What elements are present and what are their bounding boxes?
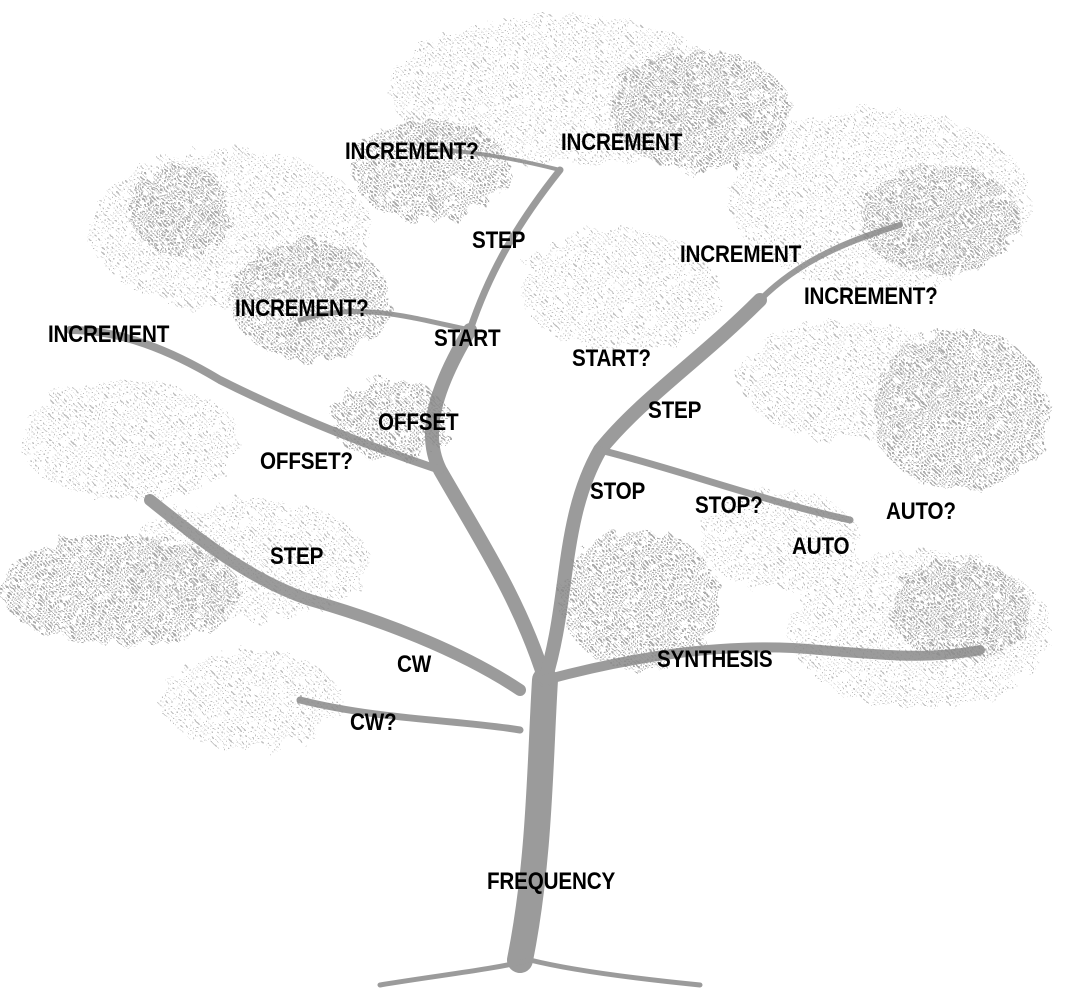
node-increment-query-right: INCREMENT? xyxy=(804,283,938,310)
node-auto: AUTO xyxy=(792,533,850,560)
node-increment-top: INCREMENT xyxy=(561,129,683,156)
node-cw-query: CW? xyxy=(350,709,397,736)
branches xyxy=(66,148,985,988)
node-auto-query: AUTO? xyxy=(886,498,956,525)
node-cw: CW xyxy=(397,651,432,678)
node-offset: OFFSET xyxy=(378,409,459,436)
node-step-top: STEP xyxy=(472,227,526,254)
node-step-left: STEP xyxy=(270,543,324,570)
node-increment-query-top: INCREMENT? xyxy=(345,138,479,165)
node-start-query: START? xyxy=(572,345,651,372)
node-stop: STOP xyxy=(590,478,646,505)
node-step-right: STEP xyxy=(648,397,702,424)
node-increment-query-left: INCREMENT? xyxy=(235,295,369,322)
node-stop-query: STOP? xyxy=(695,492,763,519)
node-increment-right: INCREMENT xyxy=(680,241,802,268)
foliage xyxy=(0,15,1050,750)
root-frequency: FREQUENCY xyxy=(487,868,616,895)
node-increment-left: INCREMENT xyxy=(48,321,170,348)
node-synthesis: SYNTHESIS xyxy=(657,646,773,673)
node-start: START xyxy=(434,325,501,352)
node-offset-query: OFFSET? xyxy=(260,448,353,475)
